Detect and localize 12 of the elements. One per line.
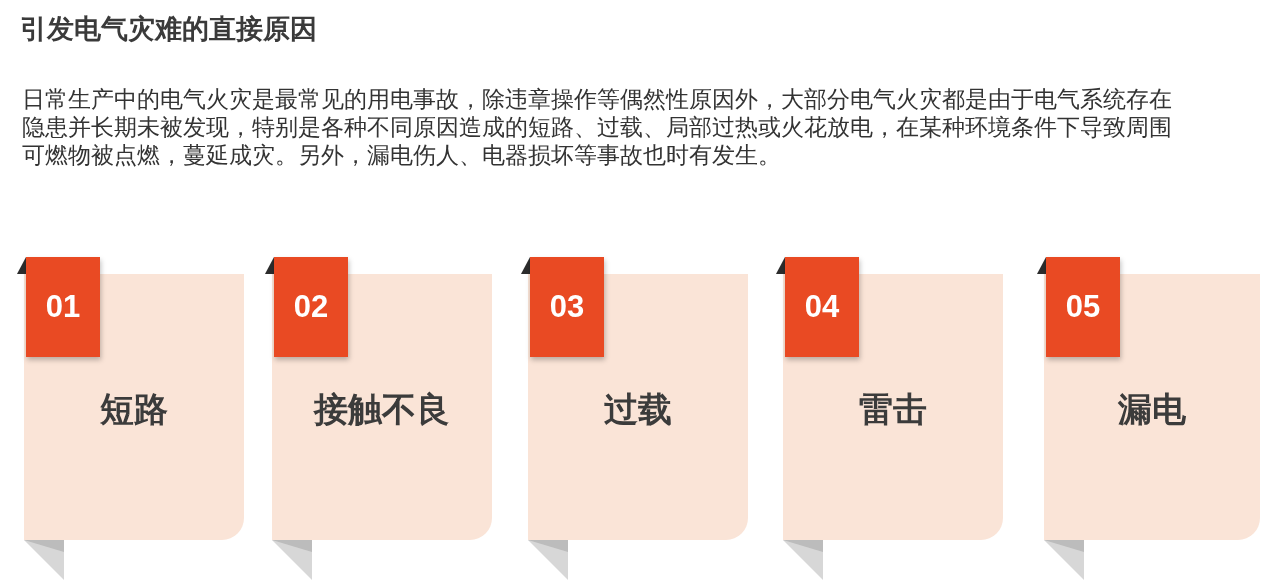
page-title: 引发电气灾难的直接原因	[20, 12, 317, 46]
intro-paragraph: 日常生产中的电气火灾是最常见的用电事故，除违章操作等偶然性原因外，大部分电气火灾都是由于电气系统存在隐患并长期未被发现，特别是各种不同原因造成的短路、过载、局部过热或火花放电，在某种环境条件下导致周围可燃物被点燃，蔓延成灾。另外，漏电伤人、电器损坏等事故也时有发生。	[22, 85, 1173, 169]
step-number-tab: 02	[274, 257, 348, 357]
cause-name: 短路	[99, 388, 169, 431]
cause-name: 雷击	[858, 388, 928, 431]
step-number-tab: 05	[1046, 257, 1120, 357]
cause-name: 接触不良	[312, 388, 451, 431]
step-number-tab: 03	[530, 257, 604, 357]
step-number-tab: 04	[785, 257, 859, 357]
cause-name: 过载	[603, 388, 673, 431]
cause-name: 漏电	[1117, 388, 1187, 431]
step-number-tab: 01	[26, 257, 100, 357]
